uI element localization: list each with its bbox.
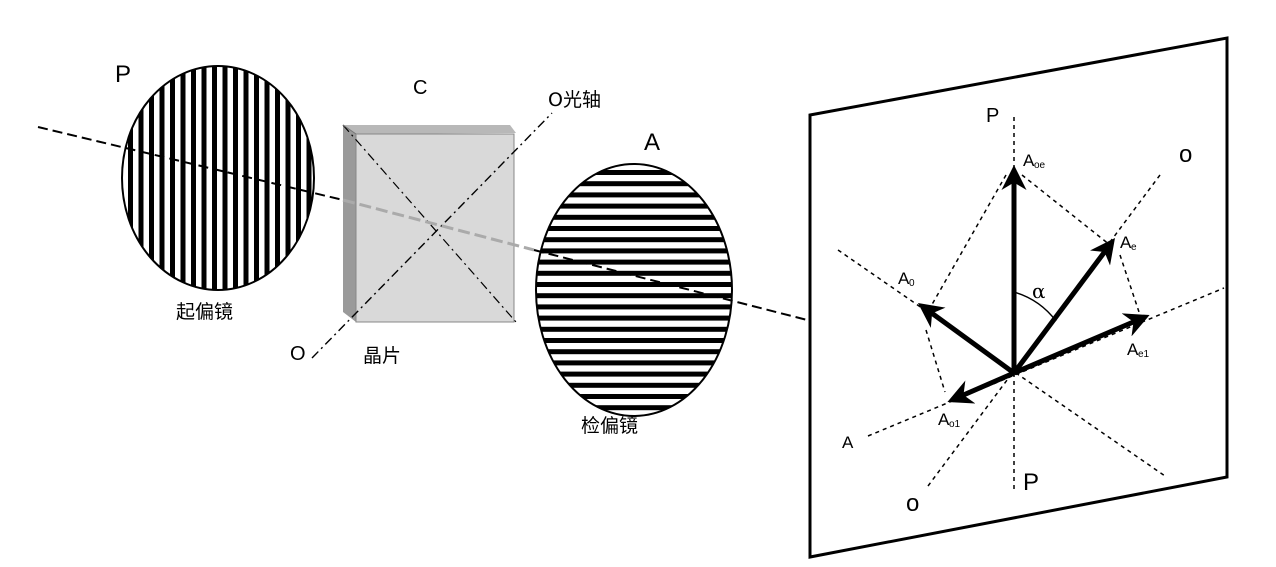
crystal-cn-label: 晶片 [363,345,401,367]
polarizer-stripe [243,66,249,290]
optic-axis-line [311,112,553,359]
analyzer-stripe [536,181,732,187]
vectors [917,165,1150,404]
polarizer-stripe [212,66,217,290]
label-a-oe: A oe [1023,151,1046,171]
analyzer-stripe [536,259,732,265]
vector-a-e1 [1013,313,1150,376]
polarizer-stripes [128,66,312,290]
label-a-e-main: A [1120,233,1132,252]
alpha-label: α [1032,279,1046,303]
polarizer-stripe [201,66,207,290]
label-a-oe-sub: oe [1034,160,1046,171]
label-a-oe-main: A [1023,151,1035,170]
crystal-label: C [413,77,427,99]
label-a-e-sub: e [1131,242,1137,253]
polarizer-cn-label: 起偏镜 [176,301,233,323]
analyzer-stripe [536,214,732,220]
analyzer-stripe [536,394,732,399]
polarizer-stripe [275,66,280,290]
analyzer-stripe [536,270,732,276]
beam-line-left [37,126,344,201]
polarizer-stripe [180,66,186,290]
analyzer-stripe [536,282,732,287]
polarizer-stripe [285,66,291,290]
analyzer-stripe [536,315,732,321]
analyzer-stripe [536,405,732,411]
analyzer-stripe [536,293,732,299]
e-axis-line [837,249,1166,477]
label-a-o1-sub: o1 [949,419,961,430]
screen-frame [808,36,1229,559]
optic-axis-end-label: O [290,343,306,365]
polarizer-stripe [159,66,165,290]
label-a-e: A e [1120,233,1137,253]
analyzer-stripe [536,360,732,366]
analyzer-stripe [536,226,732,231]
crystal-plate [342,124,517,323]
vector-a-0 [917,303,1016,376]
label-a-o1-main: A [938,410,950,429]
polarizer-stripe [222,66,228,290]
polarizer-stripe [128,66,133,290]
polarizer-stripe [191,66,196,290]
analyzer-stripe [536,203,732,209]
polarizer-stripe [306,66,312,290]
screen-p-top-label: P [986,105,999,127]
vector-a-o1 [947,370,1015,404]
projection-ae-ae1 [1119,254,1141,316]
screen-a-left-label: A [842,433,854,452]
label-a-e1-sub: e1 [1138,349,1150,360]
label-a-0-sub: 0 [909,278,915,289]
polarizer-stripe [254,66,259,290]
analyzer-stripes [536,170,732,411]
analyzer-stripe [536,248,732,254]
polarizer-stripe [233,66,238,290]
analyzer-disc [535,163,733,417]
screen-p-bottom-label: P [1023,469,1039,496]
vector-a-e [1011,237,1115,375]
polarizer-stripe [170,66,175,290]
beam-line-crystal [342,198,535,252]
projection-a0-ao1 [925,329,946,393]
label-a-o1: A o1 [938,410,961,430]
polarizer-stripe [296,66,301,290]
label-a-e1-main: A [1127,340,1139,359]
analyzer-stripe [536,170,732,175]
optic-axis-label: O光轴 [548,89,601,111]
projection-oe-a0 [925,174,1007,316]
analyzer-stripe [536,237,732,243]
polarizer-stripe [264,66,270,290]
alpha-arc [1013,291,1057,322]
polarizer-stripe [138,66,144,290]
analyzer-cn-label: 检偏镜 [581,415,638,437]
analyzer-label: A [644,129,660,156]
analyzer-stripe [536,326,732,332]
label-a-e1: A e1 [1127,340,1150,360]
screen-o-bottom-label: o [906,490,919,517]
screen-o-top-label: o [1179,141,1192,168]
polarizer-disc [121,65,315,291]
analyzer-stripe [536,338,732,343]
polarizer-label: P [115,61,131,88]
projection-oe-ae [1021,174,1111,246]
label-a-0-main: A [898,269,910,288]
analyzer-stripe [536,192,732,198]
analyzer-stripe [536,371,732,377]
analyzer-stripe [536,304,732,310]
analyzer-stripe [536,382,732,388]
label-a-0: A 0 [898,269,915,289]
polarizer-stripe [149,66,154,290]
analyzer-stripe [536,349,732,355]
